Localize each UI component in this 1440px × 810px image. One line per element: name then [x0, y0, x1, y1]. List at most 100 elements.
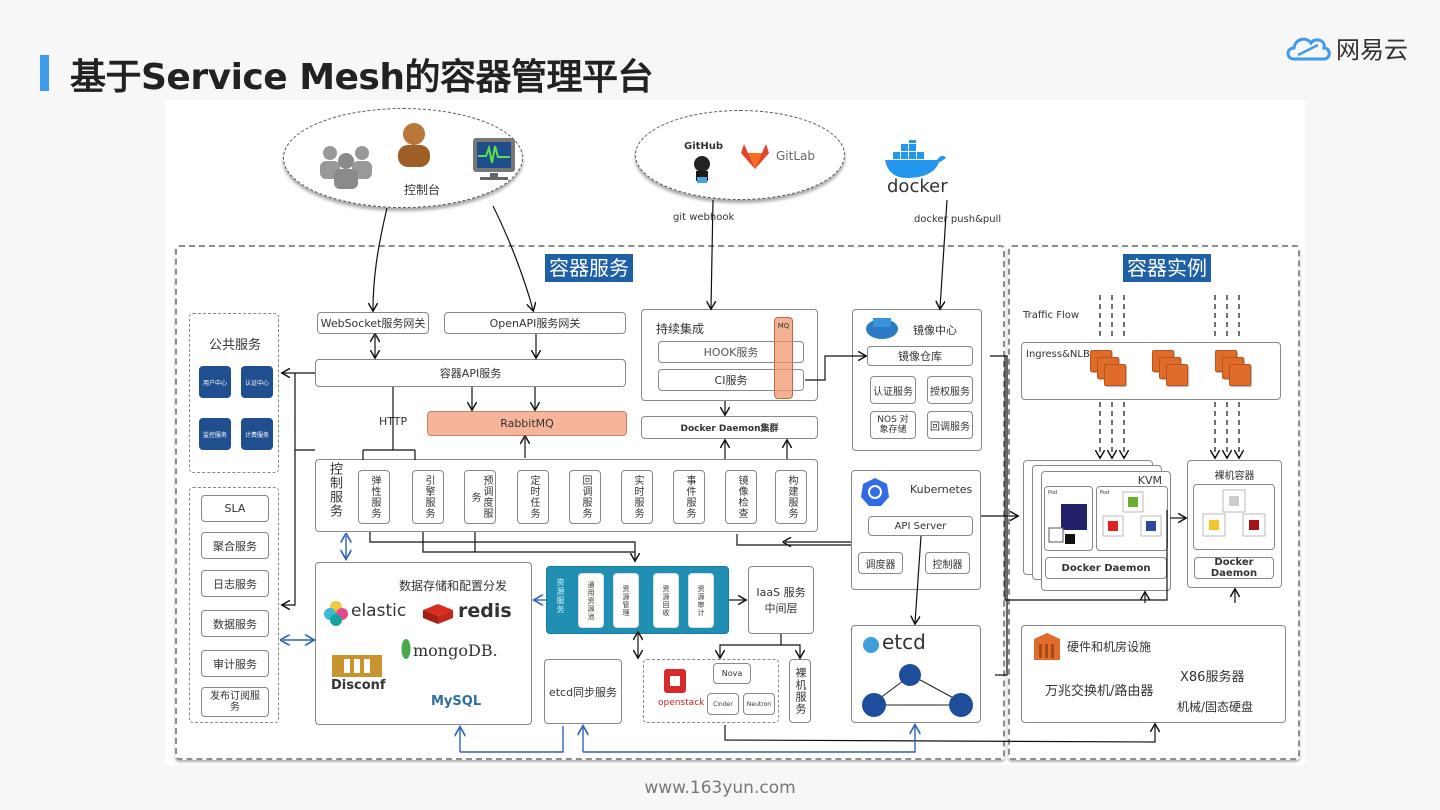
- gitlab-label: GitLab: [776, 149, 815, 163]
- ci-title: 持续集成: [656, 322, 705, 336]
- websocket-gateway: WebSocket服务网关: [317, 312, 429, 334]
- data-storage-title: 数据存储和配置分发: [398, 579, 507, 593]
- cloud-icon: [1286, 37, 1331, 60]
- etcd-sync-service: etcd同步服务: [544, 659, 622, 724]
- billing-service-tile: 计费服务: [241, 418, 273, 450]
- pod-containers-icon: [1048, 504, 1087, 544]
- nova-service: Nova: [713, 663, 751, 684]
- docker-daemon-cluster: Docker Daemon集群: [641, 416, 818, 439]
- redis-logo: redis: [458, 600, 512, 622]
- git-webhook-label: git webhook: [673, 212, 735, 223]
- footer-url: www.163yun.com: [644, 778, 796, 798]
- etcd-title: etcd: [882, 630, 926, 654]
- etcd-logo-icon: [863, 637, 879, 653]
- side-services-group: [189, 487, 279, 723]
- resource-service-item: 资源审计: [688, 573, 714, 628]
- mongodb-leaf-icon: [401, 639, 411, 659]
- mq-bar: MQ: [774, 317, 793, 399]
- etcd-node: [899, 664, 921, 686]
- architecture-diagram: 容器服务 容器实例 控制台 GitHub GitLab git webhook: [165, 100, 1305, 765]
- elastic-logo-icon: [324, 601, 348, 626]
- docker-push-pull-label: docker push&pull: [914, 214, 1002, 225]
- controller-manager: 控制器: [925, 552, 970, 574]
- bare-metal-service: 裸机服务: [789, 659, 811, 723]
- openapi-gateway: OpenAPI服务网关: [444, 312, 626, 334]
- switch-router-label: 万兆交换机/路由器: [1045, 684, 1154, 699]
- infrastructure-group: [1021, 625, 1286, 723]
- auth-center-tile: 认证中心: [241, 366, 273, 398]
- container-api-service: 容器API服务: [315, 359, 626, 387]
- iaas-middle-layer: IaaS 服务中间层: [748, 566, 814, 634]
- bare-metal-cubes-icon: [1202, 489, 1266, 537]
- control-service-item: 构建服务: [775, 470, 807, 524]
- mongodb-logo: mongoDB.: [413, 641, 498, 660]
- page-title: 基于Service Mesh的容器管理平台: [70, 57, 654, 98]
- console-label: 控制台: [404, 183, 441, 197]
- disconf-logo-icon: [332, 655, 382, 677]
- monitor-icon: [473, 138, 515, 180]
- github-octocat-icon: [694, 156, 710, 183]
- control-service-item: 引擎服务: [412, 470, 444, 524]
- user-icon: [398, 123, 430, 167]
- control-service-item: 事件服务: [673, 470, 705, 524]
- public-services-group: [189, 313, 279, 473]
- kubernetes-title: Kubernetes: [910, 483, 973, 496]
- scm-group: GitHub GitLab: [635, 110, 845, 200]
- neutron-service: Neutron: [743, 693, 775, 715]
- elastic-logo: elastic: [351, 601, 407, 621]
- container-instance-title: 容器实例: [1123, 254, 1211, 282]
- disk-label: 机械/固态硬盘: [1177, 700, 1254, 714]
- ingress-node-stack: [1215, 350, 1255, 390]
- monitoring-service-tile: 监控服务: [199, 418, 231, 450]
- auth-service: 认证服务: [870, 376, 916, 404]
- resource-service-item: 通用资源池: [578, 573, 604, 628]
- ingress-node-stack: [1152, 350, 1192, 390]
- github-label: GitHub: [684, 141, 724, 152]
- docker-label: docker: [887, 176, 948, 197]
- pod-label: Pod: [1048, 490, 1058, 496]
- openstack-label: openstack: [658, 698, 705, 708]
- authorization-service: 授权服务: [927, 376, 973, 404]
- control-service-item: 弹性服务: [358, 470, 390, 524]
- brand-logo: 网易云: [1284, 30, 1408, 65]
- bare-metal-docker-daemon: Docker Daemon: [1194, 557, 1274, 579]
- scheduler: 调度器: [858, 552, 903, 574]
- traffic-flow-label: Traffic Flow: [1023, 310, 1080, 321]
- etcd-node: [949, 693, 973, 717]
- control-service-item: 镜像检查: [725, 470, 757, 524]
- title-accent-bar: [40, 55, 49, 91]
- control-services-title: 控制服务: [327, 462, 342, 518]
- openstack-logo-icon: [664, 669, 686, 693]
- ingress-node-stack: [1090, 350, 1130, 390]
- cinder-service: Cinder: [707, 693, 739, 715]
- control-service-item: 实时服务: [621, 470, 653, 524]
- rabbitmq: RabbitMQ: [427, 411, 627, 436]
- log-service: 日志服务: [201, 570, 269, 597]
- resource-service-item: 资源管理: [613, 573, 639, 628]
- gitlab-icon: [741, 144, 769, 169]
- control-service-item: 回调服务: [569, 470, 601, 524]
- mysql-logo: MySQL: [431, 694, 482, 709]
- control-service-item: 预调度服务: [464, 470, 496, 524]
- bare-metal-title: 裸机容器: [1214, 471, 1255, 482]
- kubernetes-logo-icon: [861, 478, 889, 506]
- redis-logo-icon: [423, 604, 453, 624]
- openstack-group: [643, 659, 779, 723]
- nos-object-storage: NOS 对象存储: [870, 411, 916, 439]
- image-center-whale-icon: [866, 318, 898, 339]
- ci-service: CI服务: [658, 369, 804, 391]
- resource-services-title: 资源服务: [556, 578, 565, 614]
- user-center-tile: 用户中心: [199, 366, 231, 398]
- data-service: 数据服务: [201, 610, 269, 637]
- audit-service: 审计服务: [201, 650, 269, 677]
- kvm-docker-daemon: Docker Daemon: [1045, 557, 1167, 579]
- api-server: API Server: [868, 516, 973, 536]
- console-group: 控制台: [283, 108, 523, 208]
- http-label: HTTP: [379, 415, 408, 428]
- datacenter-icon: [1034, 633, 1060, 660]
- container-service-title: 容器服务: [545, 254, 633, 282]
- x86-servers-label: X86服务器: [1180, 670, 1245, 685]
- etcd-node: [862, 693, 886, 717]
- disconf-logo: Disconf: [331, 678, 386, 693]
- docker-whale-icon: [885, 140, 946, 178]
